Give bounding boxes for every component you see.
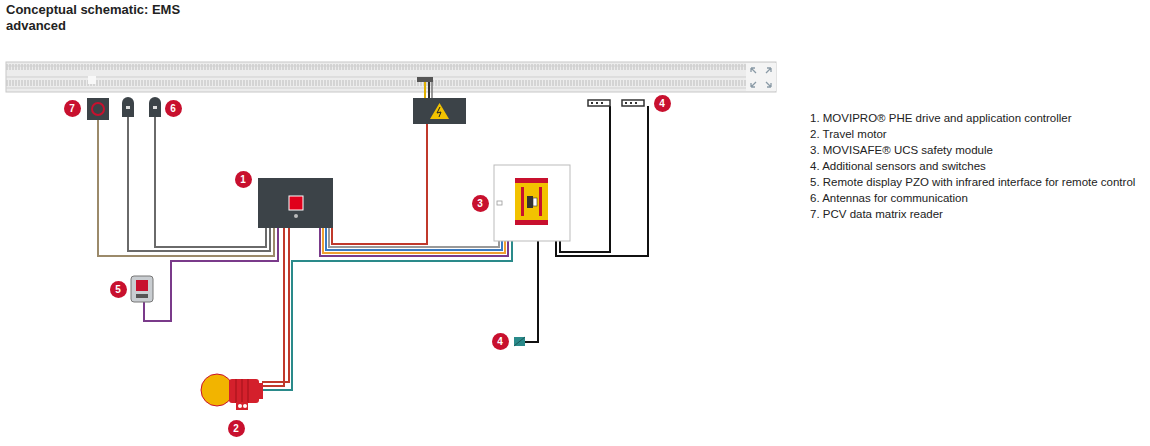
diagram-title: Conceptual schematic: EMS advanced — [6, 2, 186, 34]
callout-number: 4 — [492, 333, 509, 350]
callout-number: 7 — [64, 100, 81, 117]
key-entry: 6. Antennas for communication — [810, 191, 968, 205]
key-entry: 2. Travel motor — [810, 127, 887, 141]
callout-number: 2 — [228, 420, 245, 437]
callout-number: 5 — [110, 281, 127, 298]
key-entry: 3. MOVISAFE® UCS safety module — [810, 143, 993, 157]
callout-number: 1 — [235, 171, 252, 188]
key-entry: 5. Remote display PZO with infrared inte… — [810, 175, 1135, 189]
key-entry: 4. Additional sensors and switches — [810, 159, 986, 173]
callout-number: 6 — [165, 100, 182, 117]
key-entry: 1. MOVIPRO® PHE drive and application co… — [810, 111, 1072, 125]
key-entry: 7. PCV data matrix reader — [810, 207, 943, 221]
callout-number: 4 — [654, 95, 671, 112]
callout-number: 3 — [472, 195, 489, 212]
